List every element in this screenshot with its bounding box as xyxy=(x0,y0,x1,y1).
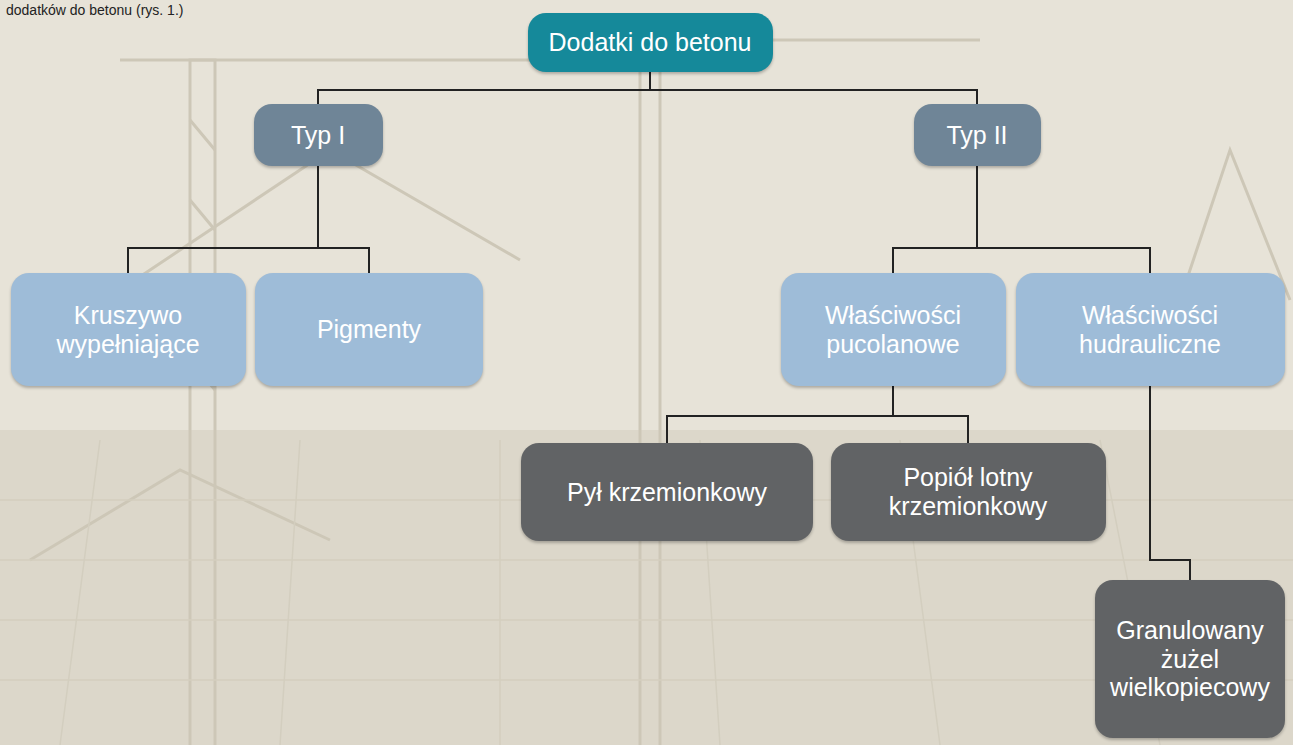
node-text: Pył krzemionkowy xyxy=(567,478,767,507)
page-note: dodatków do betonu (rys. 1.) xyxy=(6,3,183,18)
tree-connector xyxy=(977,166,1150,273)
tree-connector xyxy=(893,386,968,443)
node-text: Właściwości hudrauliczne xyxy=(1028,301,1273,359)
tree-connector xyxy=(893,166,977,273)
node-text: Popiół lotny krzemionkowy xyxy=(843,463,1094,521)
category-box: Właściwości hudrauliczne xyxy=(1016,273,1285,386)
category-box: Pigmenty xyxy=(255,273,483,386)
type-box: Typ I xyxy=(254,104,383,166)
node-text: Granulowany żużel wielkopiecowy xyxy=(1107,616,1273,702)
category-box: Właściwości pucolanowe xyxy=(781,273,1006,386)
tree-connector xyxy=(318,166,369,273)
root-box: Dodatki do betonu xyxy=(528,13,773,72)
node-text: Właściwości pucolanowe xyxy=(793,301,994,359)
tree-connector xyxy=(667,386,893,443)
type-box: Typ II xyxy=(914,104,1041,166)
tree-connector xyxy=(318,72,650,104)
material-box: Granulowany żużel wielkopiecowy xyxy=(1095,580,1285,738)
tree-connector xyxy=(1150,386,1190,580)
node-text: Pigmenty xyxy=(317,315,421,344)
category-box: Kruszywo wypełniające xyxy=(11,273,246,386)
node-text: Dodatki do betonu xyxy=(549,28,752,57)
node-text: Kruszywo wypełniające xyxy=(23,301,234,359)
material-box: Popiół lotny krzemionkowy xyxy=(831,443,1106,541)
material-box: Pył krzemionkowy xyxy=(521,443,813,541)
tree-connector xyxy=(128,166,318,273)
tree-connector xyxy=(650,72,977,104)
node-text: Typ II xyxy=(946,121,1007,150)
node-text: Typ I xyxy=(291,121,345,150)
